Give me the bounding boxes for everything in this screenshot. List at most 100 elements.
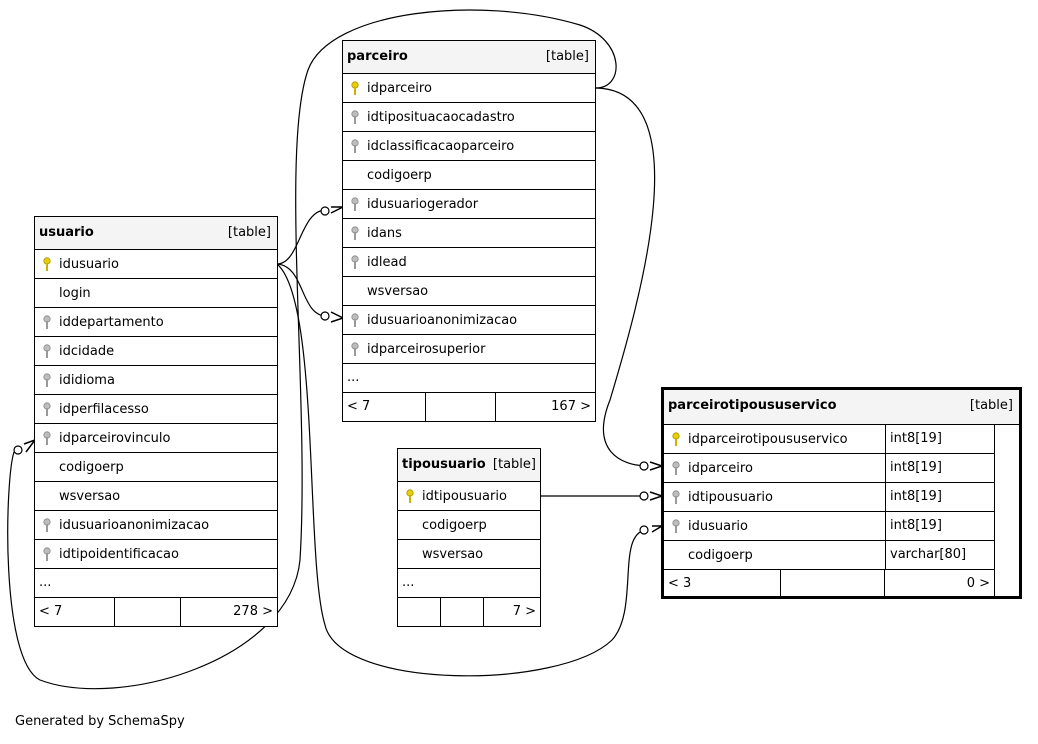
column-row: codigoerp varchar[80] [664,541,995,570]
foreign-key-icon [350,342,360,357]
column-list: idtipousuario codigoerp wsversao [398,482,540,569]
more-columns: ... [398,569,540,598]
column-type: int8[19] [890,518,942,533]
column-row: wsversao [398,540,540,569]
column-row: idparceiro [343,74,595,103]
footer-rows: 7 > [512,604,536,619]
column-row: idclassificacaoparceiro [343,132,595,161]
column-name: idtipousuario [688,490,773,505]
primary-key-icon [671,432,681,447]
foreign-key-icon [671,461,681,476]
column-row: idparceirosuperior [343,335,595,364]
primary-key-icon [42,257,52,272]
column-row: idans [343,219,595,248]
column-name: codigoerp [59,460,124,475]
column-name: idtipousuario [422,489,507,504]
column-name: idtiposituacaocadastro [367,110,515,125]
column-name: idusuario [688,519,748,534]
table-type: [table] [227,225,271,240]
foreign-key-icon [350,110,360,125]
more-columns: ... [343,364,595,393]
column-name: iddepartamento [59,315,164,330]
column-name: wsversao [367,284,429,299]
column-row: idtiposituacaocadastro [343,103,595,132]
footer-parents: < 7 [347,399,371,414]
more-columns: ... [35,569,277,598]
table-parceirotipoususervico[interactable]: parceirotipoususervico [table] idparceir… [661,387,1022,599]
column-row: idusuarioanonimizacao [343,306,595,335]
column-name: wsversao [422,547,484,562]
column-name: idusuario [59,257,119,272]
table-tipousuario[interactable]: tipousuario [table] idtipousuario codigoe… [397,448,541,627]
table-name: parceirotipoususervico [668,398,837,413]
foreign-key-icon [350,313,360,328]
foreign-key-icon [42,547,52,562]
column-type: int8[19] [890,431,942,446]
footer-parents: < 7 [39,604,63,619]
table-footer: < 7 167 > [343,393,595,421]
foreign-key-icon [671,490,681,505]
column-row: idlead [343,248,595,277]
column-row: codigoerp [35,453,277,482]
foreign-key-icon [42,402,52,417]
column-row: codigoerp [343,161,595,190]
foreign-key-icon [350,226,360,241]
column-row: iddepartamento [35,308,277,337]
footer-rows: 278 > [233,604,273,619]
footer-parents: < 3 [668,576,692,591]
edge-end-circle [639,491,649,501]
table-header: parceiro [table] [343,41,595,74]
column-name: idclassificacaoparceiro [367,139,515,154]
column-type: varchar[80] [890,547,967,562]
foreign-key-icon [42,373,52,388]
table-name: tipousuario [402,457,486,472]
edge-end-circle [320,311,330,321]
primary-key-icon [350,81,360,96]
column-row: login [35,279,277,308]
table-type: [table] [545,49,589,64]
column-list: idusuario login iddepartamento idcidade idid… [35,250,277,569]
table-usuario[interactable]: usuario [table] idusuario login iddepartam… [34,216,278,627]
column-name: idparceiro [688,461,753,476]
column-name: idusuariogerador [367,197,479,212]
column-type: int8[19] [890,489,942,504]
column-name: ididioma [59,373,115,388]
foreign-key-icon [350,139,360,154]
column-name: codigoerp [688,548,753,563]
column-name: idparceiro [367,81,432,96]
column-name: idparceirosuperior [367,342,486,357]
column-name: idusuarioanonimizacao [59,518,210,533]
column-row: idtipousuario [398,482,540,511]
column-name: idtipoidentificacao [59,547,179,562]
table-footer: < 7 278 > [35,598,277,626]
footer-rows: 0 > [966,576,990,591]
primary-key-icon [405,489,415,504]
column-row: idtipousuario int8[19] [664,483,995,512]
table-header: parceirotipoususervico [table] [664,390,1019,425]
table-parceiro[interactable]: parceiro [table] idparceiro idtiposituaca… [342,40,596,422]
table-footer: 7 > [398,598,540,626]
edge-parceiro-to-usuario [7,9,617,690]
table-name: usuario [39,225,94,240]
column-name: codigoerp [422,518,487,533]
column-name: idcidade [59,344,115,359]
foreign-key-icon [42,315,52,330]
foreign-key-icon [350,255,360,270]
column-row: idusuario int8[19] [664,512,995,541]
column-name: idparceirovinculo [59,431,171,446]
column-name: idans [367,226,402,241]
table-header: tipousuario [table] [398,449,540,482]
column-name: idperfilacesso [59,402,149,417]
edge-parceiro-to-pts [595,87,656,467]
table-type: [table] [492,457,536,472]
edge-end-circle [639,525,649,535]
column-row: idusuario [35,250,277,279]
edge-end-circle [320,206,330,216]
table-header: usuario [table] [35,217,277,250]
column-name: wsversao [59,489,121,504]
footer-rows: 167 > [551,399,591,414]
column-list: idparceiro idtiposituacaocadastro idclassi… [343,74,595,364]
